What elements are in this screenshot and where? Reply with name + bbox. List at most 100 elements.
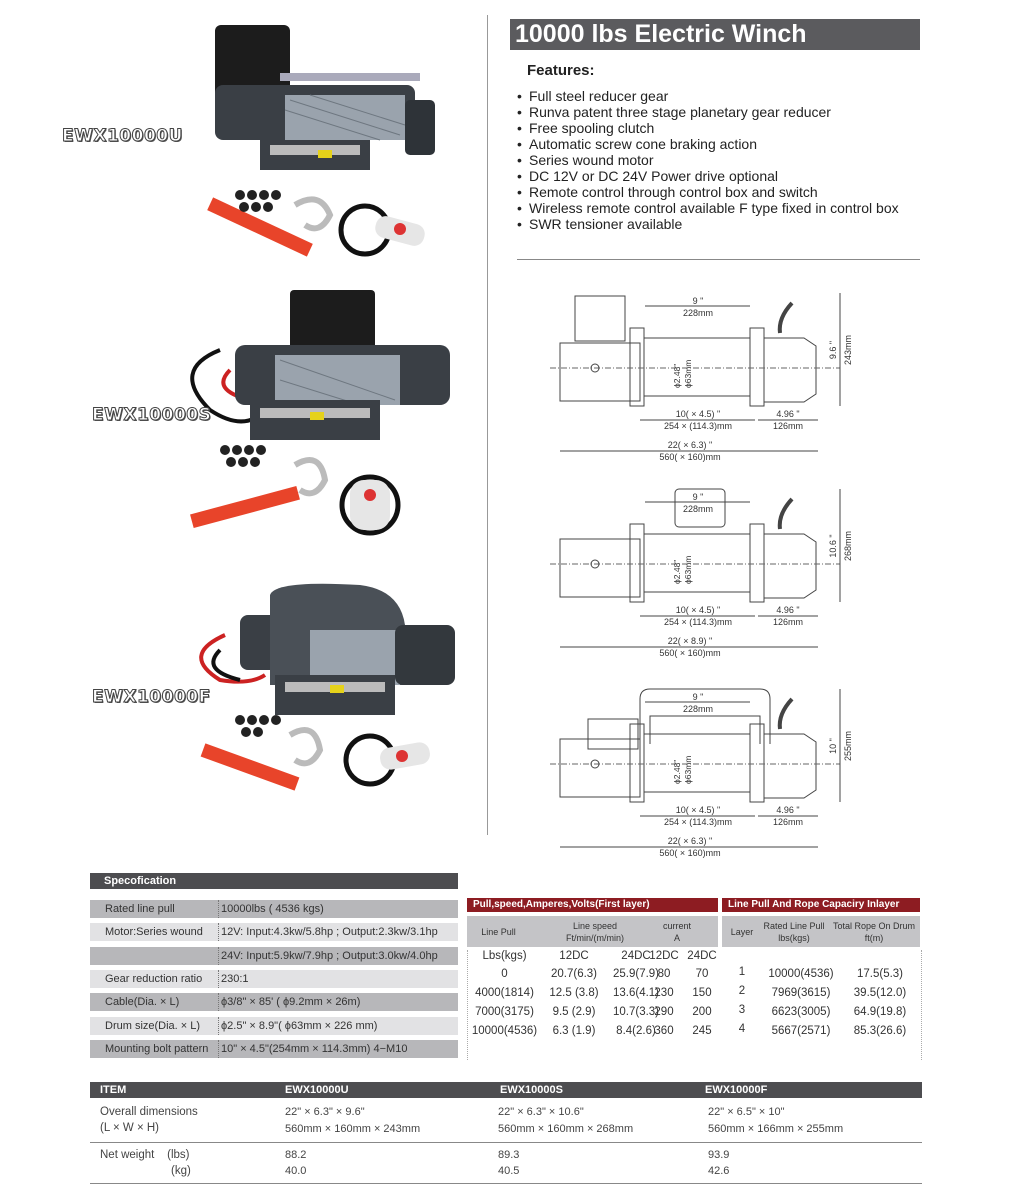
spec-label: Cable(Dia. × L) — [90, 993, 218, 1012]
bolt-pattern-in: 10( × 4.5) " — [676, 805, 720, 815]
features-list: Full steel reducer gear Runva patent thr… — [517, 88, 899, 232]
unit-header: 24DC — [687, 950, 717, 962]
spec-row: Cable(Dia. × L)ϕ3/8" × 85' ( ϕ9.2mm × 26… — [90, 993, 458, 1012]
table-cell: 6.3 (1.9) — [552, 1025, 596, 1037]
height-mm: 243mm — [843, 335, 853, 365]
drum-dia-in: ϕ2.48" — [672, 364, 682, 388]
unit-header: 24DC — [621, 950, 651, 962]
table-cell: 230 — [654, 987, 674, 999]
table-cell: 7000(3175) — [475, 1006, 534, 1018]
table-cell: 290 — [654, 1006, 674, 1018]
table-cell: 6623(3005) — [771, 1006, 831, 1018]
dimension-diagram-u: 9 " 228mm ϕ2.48" ϕ63mm 10( × 4.5) " 254 … — [550, 288, 860, 473]
col-speed-unit: Ft/min/(m/min) — [566, 933, 624, 943]
dims-value: 22" × 6.3" × 9.6" — [285, 1106, 365, 1118]
table-cell: 5667(2571) — [771, 1025, 831, 1037]
divider — [517, 259, 920, 260]
table-cell: 13.6(4.1) — [612, 987, 660, 999]
table-cell: 3 — [738, 1004, 746, 1016]
feature-item: DC 12V or DC 24V Power drive optional — [517, 168, 899, 184]
weight-label: Net weight (lbs) — [100, 1149, 190, 1161]
drum-dia-mm: ϕ63mm — [683, 360, 693, 388]
overall-length-in: 22( × 6.3) " — [668, 836, 712, 846]
col-layer: Layer — [730, 927, 754, 937]
spec-value: ϕ2.5" × 8.9"( ϕ63mm × 226 mm) — [218, 1016, 458, 1035]
table-cell: 10000(4536) — [768, 968, 834, 980]
motor-outline — [559, 342, 641, 402]
height-mm: 268mm — [843, 531, 853, 561]
weight-value: 89.3 — [498, 1149, 520, 1161]
bolt-pattern-mm: 254 × (114.3)mm — [664, 421, 732, 431]
drum-outline — [643, 337, 751, 397]
drum-length-mm: 228mm — [683, 704, 713, 714]
divider — [90, 1142, 922, 1143]
weight-value: 40.0 — [285, 1165, 307, 1177]
spec-label: Gear reduction ratio — [90, 969, 218, 988]
spec-title: Specofication — [90, 873, 458, 889]
dims-value: 22" × 6.3" × 10.6" — [498, 1106, 584, 1118]
col-rated: Rated Line Pull — [763, 921, 825, 931]
feature-item: Series wound motor — [517, 152, 899, 168]
spec-row: 24V: Input:5.9kw/7.9hp ; Output:3.0kw/4.… — [90, 946, 458, 965]
feature-item: Runva patent three stage planetary gear … — [517, 104, 899, 120]
spec-value: 10000lbs ( 4536 kgs) — [218, 900, 458, 918]
bolt-pattern-in: 10( × 4.5) " — [676, 605, 720, 615]
table-cell: 150 — [692, 987, 712, 999]
drum-dia-mm: ϕ63mm — [683, 556, 693, 584]
table-cell: 10000(4536) — [471, 1025, 538, 1037]
overall-length-mm: 560( × 160)mm — [659, 648, 720, 658]
table-cell: 64.9(19.8) — [853, 1006, 907, 1018]
height-mm: 255mm — [843, 731, 853, 761]
spec-value: 230:1 — [218, 969, 458, 988]
height-in: 10.6 " — [828, 534, 838, 557]
drum-length-in: 9 " — [693, 692, 704, 702]
col-current: current — [662, 921, 691, 931]
spec-value: 12V: Input:4.3kw/5.8hp ; Output:2.3kw/3.… — [218, 923, 458, 942]
table-cell: 2 — [738, 985, 746, 997]
dims-label: (L × W × H) — [100, 1122, 159, 1134]
features-heading: Features: — [527, 62, 595, 79]
end-length-in: 4.96 " — [776, 805, 799, 815]
table-cell: 12.5 (3.8) — [549, 987, 599, 999]
end-length-in: 4.96 " — [776, 409, 799, 419]
dims-label: Overall dimensions — [100, 1106, 198, 1118]
motor-outline — [559, 738, 641, 798]
divider — [467, 950, 468, 1060]
spec-label: Rated line pull — [90, 900, 218, 918]
table-cell: 20.7(6.3) — [550, 968, 598, 980]
spec-row: Drum size(Dia. × L)ϕ2.5" × 8.9"( ϕ63mm ×… — [90, 1016, 458, 1035]
drum-outline — [643, 533, 751, 593]
spec-value: ϕ3/8" × 85' ( ϕ9.2mm × 26m) — [218, 993, 458, 1012]
overall-length-in: 22( × 6.3) " — [668, 440, 712, 450]
drum-length-mm: 228mm — [683, 504, 713, 514]
model-label: EWX10000S — [91, 405, 212, 426]
table-cell: 10.7(3.3) — [612, 1006, 660, 1018]
col-rated-unit: lbs(kgs) — [778, 933, 810, 943]
table-cell: 4000(1814) — [475, 987, 534, 999]
unit-header: Lbs(kgs) — [482, 950, 527, 962]
overall-length-in: 22( × 8.9) " — [668, 636, 712, 646]
drum-dia-in: ϕ2.48" — [672, 560, 682, 584]
layer-table-header: Layer Rated Line Pull lbs(kgs) Total Rop… — [722, 916, 920, 947]
end-length-in: 4.96 " — [776, 605, 799, 615]
table-cell: 9.5 (2.9) — [552, 1006, 596, 1018]
bolt-pattern-mm: 254 × (114.3)mm — [664, 617, 732, 627]
page-title: 10000 lbs Electric Winch — [510, 19, 920, 50]
height-in: 10 " — [828, 738, 838, 754]
weight-value: 40.5 — [498, 1165, 520, 1177]
drum-length-in: 9 " — [693, 492, 704, 502]
table-cell: 4 — [738, 1023, 746, 1035]
unit-header: 12DC — [559, 950, 589, 962]
product-image-ewx10000f — [180, 580, 460, 795]
table-cell: 245 — [692, 1025, 712, 1037]
col-line-pull: Line Pull — [481, 927, 516, 937]
model-label: EWX10000F — [92, 687, 211, 708]
spec-label: Motor:Series wound — [90, 923, 218, 942]
table-cell: 8.4(2.6) — [616, 1025, 656, 1037]
spec-value: 10" × 4.5"(254mm × 114.3mm) 4−M10 — [218, 1039, 458, 1058]
